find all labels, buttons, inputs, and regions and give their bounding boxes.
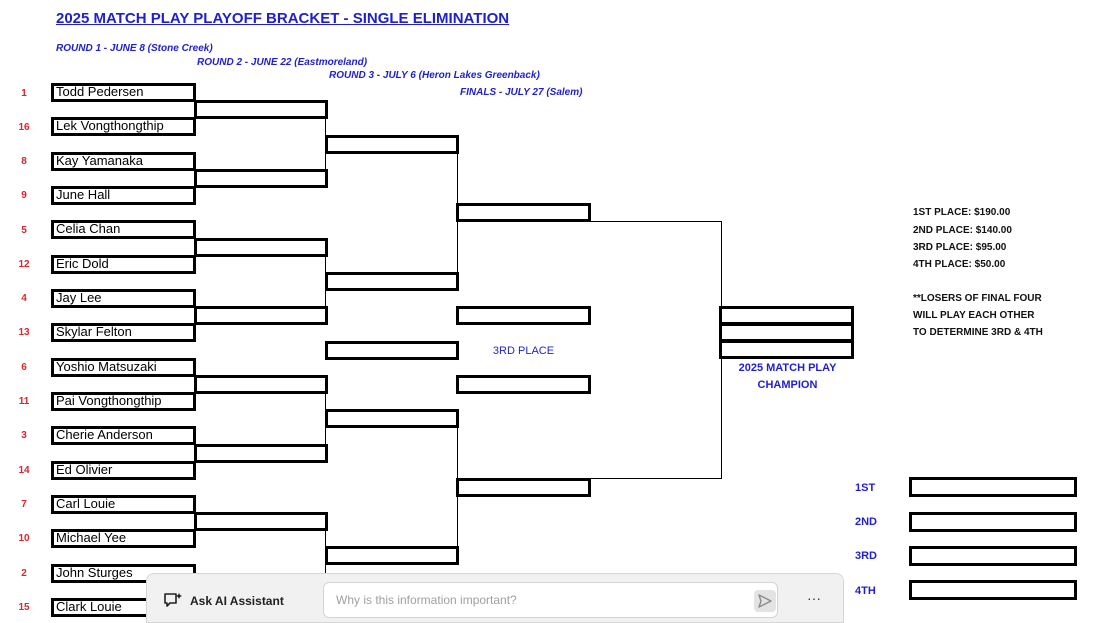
more-options-button[interactable]: ··· (807, 590, 821, 606)
note-line: TO DETERMINE 3RD & 4TH (913, 327, 1043, 338)
round-3-slot[interactable] (325, 341, 459, 360)
send-button[interactable] (754, 590, 776, 612)
seed: 5 (21, 225, 27, 236)
player-slot[interactable]: Jay Lee (51, 289, 196, 308)
round-2-label: ROUND 2 - JUNE 22 (Eastmoreland) (197, 57, 368, 68)
third-place-slot[interactable] (456, 306, 591, 325)
bracket-line (589, 221, 722, 222)
ai-question-field[interactable] (323, 582, 778, 618)
champion-slot[interactable] (719, 340, 854, 359)
round-3-label: ROUND 3 - JULY 6 (Heron Lakes Greenback) (329, 70, 540, 81)
finish-slot-1st[interactable] (909, 477, 1077, 497)
finals-label: FINALS - JULY 27 (Salem) (460, 87, 583, 98)
finish-label-3rd: 3RD (855, 550, 878, 562)
player-slot[interactable]: Skylar Felton (51, 323, 196, 342)
prize-line: 4TH PLACE: $50.00 (913, 259, 1006, 270)
semifinal-slot[interactable] (456, 478, 591, 497)
finish-label-1st: 1ST (855, 482, 876, 494)
finish-label-2nd: 2ND (855, 516, 878, 528)
seed: 4 (21, 293, 27, 304)
player-slot[interactable]: Michael Yee (51, 529, 196, 548)
player-slot[interactable]: Carl Louie (51, 495, 196, 514)
player-slot[interactable]: June Hall (51, 186, 196, 205)
champion-label: 2025 MATCH PLAY (738, 362, 837, 374)
finish-slot-2nd[interactable] (909, 512, 1077, 532)
player-slot[interactable]: Yoshio Matsuzaki (51, 358, 196, 377)
round-3-slot[interactable] (325, 409, 459, 428)
page-title: 2025 MATCH PLAY PLAYOFF BRACKET - SINGLE… (56, 10, 510, 27)
seed: 14 (18, 465, 30, 476)
round-1-label: ROUND 1 - JUNE 8 (Stone Creek) (56, 43, 213, 54)
seed: 9 (21, 190, 27, 201)
seed: 1 (21, 88, 27, 99)
seed: 6 (21, 362, 27, 373)
third-place-label: 3RD PLACE (492, 345, 555, 357)
seed: 12 (18, 259, 30, 270)
prize-line: 3RD PLACE: $95.00 (913, 242, 1007, 253)
player-slot[interactable]: John Sturges (51, 564, 196, 583)
seed: 10 (18, 533, 30, 544)
seed: 2 (21, 568, 27, 579)
player-slot[interactable]: Eric Dold (51, 255, 196, 274)
prize-line: 2ND PLACE: $140.00 (913, 225, 1012, 236)
ai-question-input[interactable] (336, 593, 736, 607)
player-slot[interactable]: Cherie Anderson (51, 426, 196, 445)
round-2-slot[interactable] (194, 375, 328, 394)
bracket-line (589, 478, 722, 479)
round-3-slot[interactable] (325, 546, 459, 565)
round-3-slot[interactable] (325, 135, 459, 154)
finish-slot-3rd[interactable] (909, 546, 1077, 566)
round-2-slot[interactable] (194, 512, 328, 531)
round-2-slot[interactable] (194, 100, 328, 119)
seed: 8 (21, 156, 27, 167)
seed: 15 (18, 602, 30, 613)
finish-label-4th: 4TH (855, 585, 876, 597)
seed: 11 (18, 396, 30, 407)
seed: 3 (21, 430, 27, 441)
player-slot[interactable]: Lek Vongthongthip (51, 117, 196, 136)
player-slot[interactable]: Pai Vongthongthip (51, 392, 196, 411)
note-line: **LOSERS OF FINAL FOUR (913, 293, 1042, 304)
player-slot[interactable]: Celia Chan (51, 220, 196, 239)
round-2-slot[interactable] (194, 444, 328, 463)
seed: 16 (18, 122, 30, 133)
note-line: WILL PLAY EACH OTHER (913, 310, 1035, 321)
ai-assistant-bar: Ask AI Assistant ··· (146, 573, 844, 623)
round-2-slot[interactable] (194, 238, 328, 257)
player-slot[interactable]: Todd Pedersen (51, 83, 196, 102)
ai-assistant-icon (163, 592, 183, 615)
send-icon (758, 594, 772, 608)
prize-line: 1ST PLACE: $190.00 (913, 207, 1011, 218)
round-3-slot[interactable] (325, 272, 459, 291)
semifinal-slot[interactable] (456, 203, 591, 222)
ai-assistant-label: Ask AI Assistant (190, 594, 284, 608)
round-2-slot[interactable] (194, 169, 328, 188)
seed: 13 (18, 327, 30, 338)
champion-label: CHAMPION (757, 379, 818, 391)
seed: 7 (21, 499, 27, 510)
player-slot[interactable]: Ed Olivier (51, 461, 196, 480)
third-place-slot[interactable] (456, 375, 591, 394)
finish-slot-4th[interactable] (909, 580, 1077, 600)
round-2-slot[interactable] (194, 306, 328, 325)
player-slot[interactable]: Kay Yamanaka (51, 152, 196, 171)
